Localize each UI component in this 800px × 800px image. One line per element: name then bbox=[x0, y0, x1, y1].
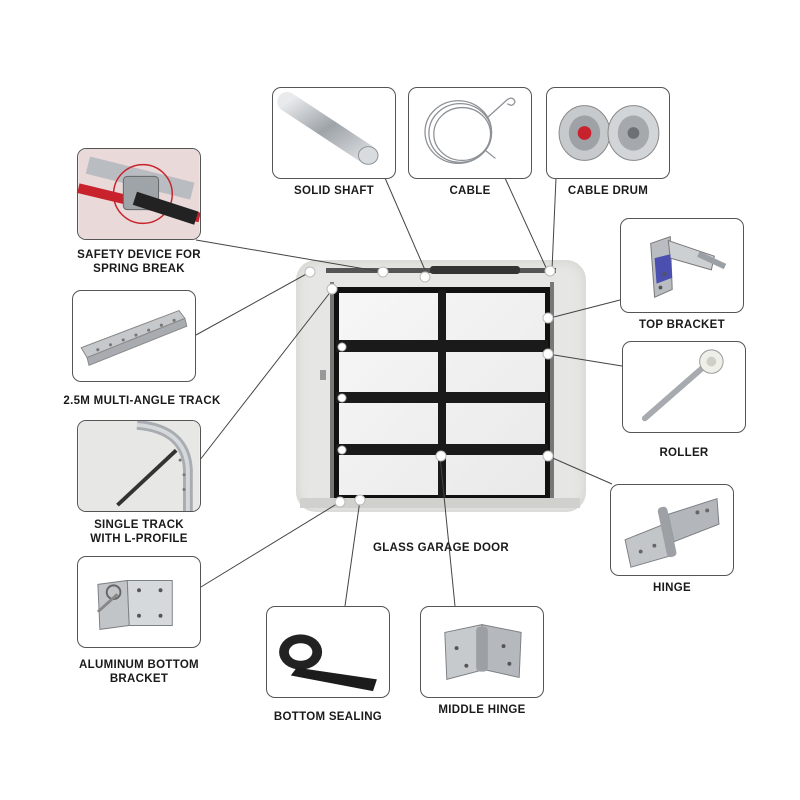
safety-device-box bbox=[77, 148, 201, 240]
middle-hinge-box bbox=[420, 606, 544, 698]
top-bracket-box bbox=[620, 218, 744, 313]
solid-shaft-label: SOLID SHAFT bbox=[294, 185, 374, 197]
middle-hinge-icon bbox=[444, 624, 522, 681]
roller-icon bbox=[641, 349, 724, 422]
roller-label: ROLLER bbox=[659, 447, 709, 459]
top-bracket-icon bbox=[650, 235, 727, 299]
cable-box bbox=[408, 87, 532, 179]
sealing-strip-icon bbox=[279, 634, 377, 692]
cable-icon bbox=[424, 97, 516, 164]
shaft-icon bbox=[277, 91, 379, 165]
cable-label: CABLE bbox=[449, 185, 491, 197]
multi-angle-track-box bbox=[72, 290, 196, 382]
cable-drum-icon bbox=[558, 105, 660, 161]
bottom-bracket-icon bbox=[96, 579, 173, 630]
middle-hinge-label: MIDDLE HINGE bbox=[438, 704, 526, 716]
aluminum-bottom-bracket-label: ALUMINUM BOTTOM BRACKET bbox=[79, 659, 199, 685]
roller-box bbox=[622, 341, 746, 433]
bottom-sealing-box bbox=[266, 606, 390, 698]
top-bracket-label: TOP BRACKET bbox=[639, 319, 725, 331]
safety-device-label: SAFETY DEVICE FOR SPRING BREAK bbox=[77, 249, 201, 275]
hinge-icon bbox=[624, 498, 720, 568]
safety-device-icon bbox=[78, 149, 200, 239]
hinge-label: HINGE bbox=[653, 582, 691, 594]
single-track-label: SINGLE TRACK WITH L-PROFILE bbox=[90, 519, 188, 545]
multi-angle-track-label: 2.5M MULTI-ANGLE TRACK bbox=[63, 395, 221, 407]
single-track-box bbox=[77, 420, 201, 512]
track-icon bbox=[80, 309, 188, 367]
aluminum-bottom-bracket-box bbox=[77, 556, 201, 648]
bottom-sealing-label: BOTTOM SEALING bbox=[273, 711, 383, 723]
cable-drum-box bbox=[546, 87, 670, 179]
glass-garage-door-label: GLASS GARAGE DOOR bbox=[372, 542, 510, 554]
hinge-box bbox=[610, 484, 734, 576]
solid-shaft-box bbox=[272, 87, 396, 179]
single-track-icon bbox=[78, 421, 200, 511]
cable-drum-label: CABLE DRUM bbox=[567, 185, 649, 197]
